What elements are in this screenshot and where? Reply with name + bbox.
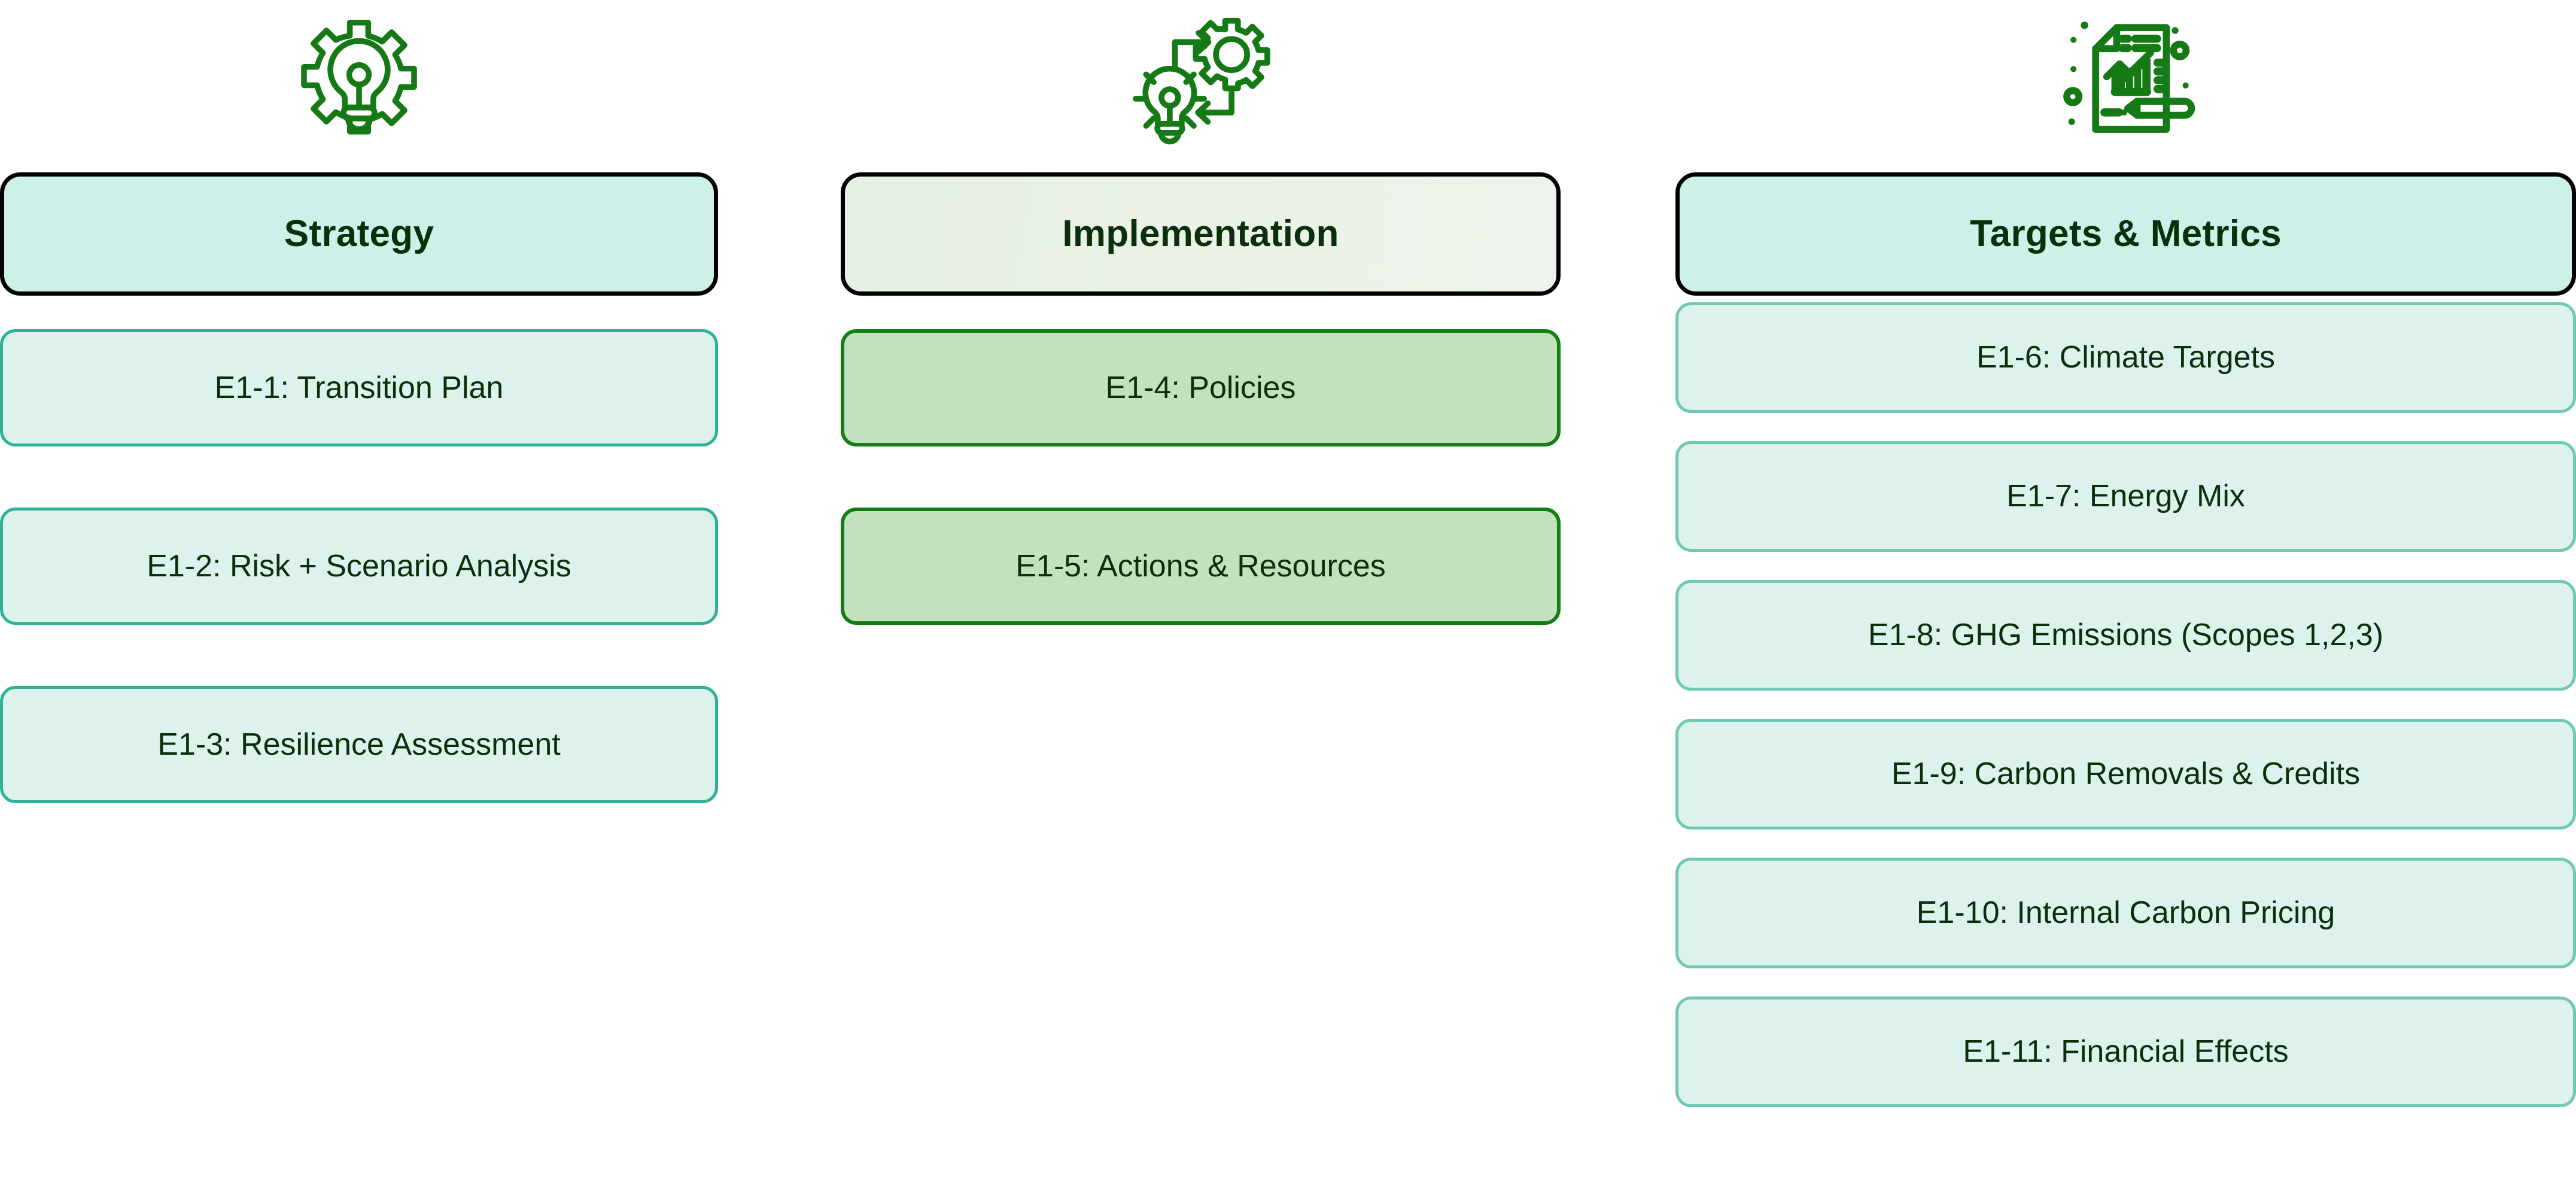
header-card-implementation[interactable]: Implementation <box>841 172 1561 296</box>
item-label: E1-7: Energy Mix <box>2006 479 2245 514</box>
item-card-e1-10[interactable]: E1-10: Internal Carbon Pricing <box>1675 858 2576 968</box>
header-card-strategy[interactable]: Strategy <box>0 172 718 296</box>
item-label: E1-5: Actions & Resources <box>1015 548 1386 584</box>
header-title: Implementation <box>1062 213 1339 254</box>
report-chart-pencil-icon <box>1675 0 2576 162</box>
item-label: E1-9: Carbon Removals & Credits <box>1891 757 2361 792</box>
item-card-e1-2[interactable]: E1-2: Risk + Scenario Analysis <box>0 508 718 625</box>
item-label: E1-2: Risk + Scenario Analysis <box>147 548 571 584</box>
item-card-e1-6[interactable]: E1-6: Climate Targets <box>1675 302 2576 413</box>
item-label: E1-3: Resilience Assessment <box>157 727 561 762</box>
lightbulb-gear-cycle-icon <box>841 0 1561 162</box>
item-label: E1-6: Climate Targets <box>1976 340 2276 375</box>
item-card-e1-8[interactable]: E1-8: GHG Emissions (Scopes 1,2,3) <box>1675 580 2576 691</box>
item-label: E1-10: Internal Carbon Pricing <box>1916 895 2335 931</box>
header-card-targets-metrics[interactable]: Targets & Metrics <box>1675 172 2576 296</box>
lightbulb-gear-icon <box>0 0 718 162</box>
item-card-e1-4[interactable]: E1-4: Policies <box>841 329 1561 446</box>
item-card-e1-1[interactable]: E1-1: Transition Plan <box>0 329 718 446</box>
item-card-e1-5[interactable]: E1-5: Actions & Resources <box>841 508 1561 625</box>
item-label: E1-4: Policies <box>1105 370 1296 405</box>
item-card-e1-3[interactable]: E1-3: Resilience Assessment <box>0 686 718 803</box>
header-title: Targets & Metrics <box>1970 213 2282 254</box>
item-label: E1-1: Transition Plan <box>214 370 504 405</box>
item-card-e1-9[interactable]: E1-9: Carbon Removals & Credits <box>1675 719 2576 830</box>
item-label: E1-8: GHG Emissions (Scopes 1,2,3) <box>1868 618 2384 653</box>
item-label: E1-11: Financial Effects <box>1963 1034 2289 1070</box>
column-strategy: Strategy E1-1: Transition Plan E1-2: Ris… <box>0 0 718 1200</box>
header-title: Strategy <box>284 213 434 254</box>
column-targets-metrics: Targets & Metrics E1-6: Climate Targets … <box>1675 0 2576 1200</box>
item-card-e1-11[interactable]: E1-11: Financial Effects <box>1675 997 2576 1107</box>
item-card-e1-7[interactable]: E1-7: Energy Mix <box>1675 441 2576 552</box>
column-implementation: Implementation E1-4: Policies E1-5: Acti… <box>841 0 1561 1200</box>
